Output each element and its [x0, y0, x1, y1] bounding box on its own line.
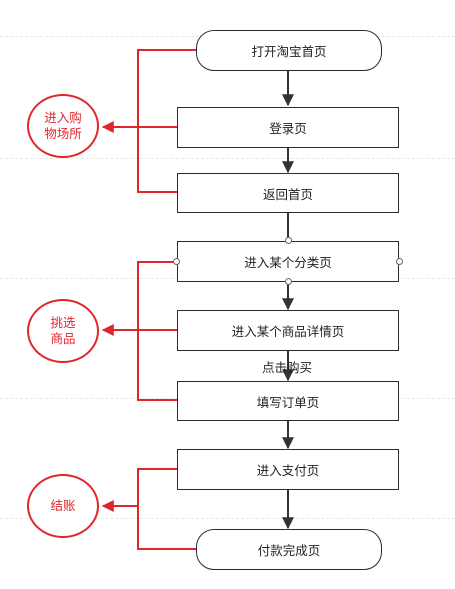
group-pick-goods: 挑选 商品 [27, 299, 99, 363]
group-enter-shop: 进入购 物场所 [27, 94, 99, 158]
group-label: 商品 [50, 331, 76, 346]
node-label: 登录页 [269, 121, 307, 136]
edge-label-buy: 点击购买 [262, 360, 313, 375]
node-label: 进入某个商品详情页 [231, 324, 345, 339]
connection-dot [285, 278, 292, 285]
group-label: 进入购 [44, 110, 82, 125]
node-fill-order: 填写订单页 [177, 381, 399, 421]
node-login: 登录页 [177, 107, 399, 148]
connection-dot [173, 258, 180, 265]
group-label: 结账 [50, 498, 76, 513]
node-label: 进入支付页 [256, 463, 320, 478]
group-bracket [137, 468, 196, 550]
group-bracket [137, 49, 196, 193]
node-label: 填写订单页 [256, 394, 320, 410]
node-label: 付款完成页 [257, 543, 321, 558]
node-label: 进入某个分类页 [244, 255, 332, 270]
node-back-home: 返回首页 [177, 173, 399, 213]
node-label: 打开淘宝首页 [251, 44, 327, 59]
node-payment-done: 付款完成页 [196, 529, 382, 570]
group-label: 物场所 [44, 126, 82, 141]
node-open-home: 打开淘宝首页 [196, 30, 382, 71]
grid-line [0, 158, 455, 159]
node-category: 进入某个分类页 [177, 241, 399, 282]
connection-dot [396, 258, 403, 265]
group-label: 挑选 [50, 315, 76, 330]
grid-line [0, 518, 455, 519]
connection-dot [285, 237, 292, 244]
node-label: 返回首页 [262, 186, 313, 202]
node-product-detail: 进入某个商品详情页 [177, 310, 399, 351]
group-checkout: 结账 [27, 474, 99, 538]
node-payment: 进入支付页 [177, 449, 399, 490]
